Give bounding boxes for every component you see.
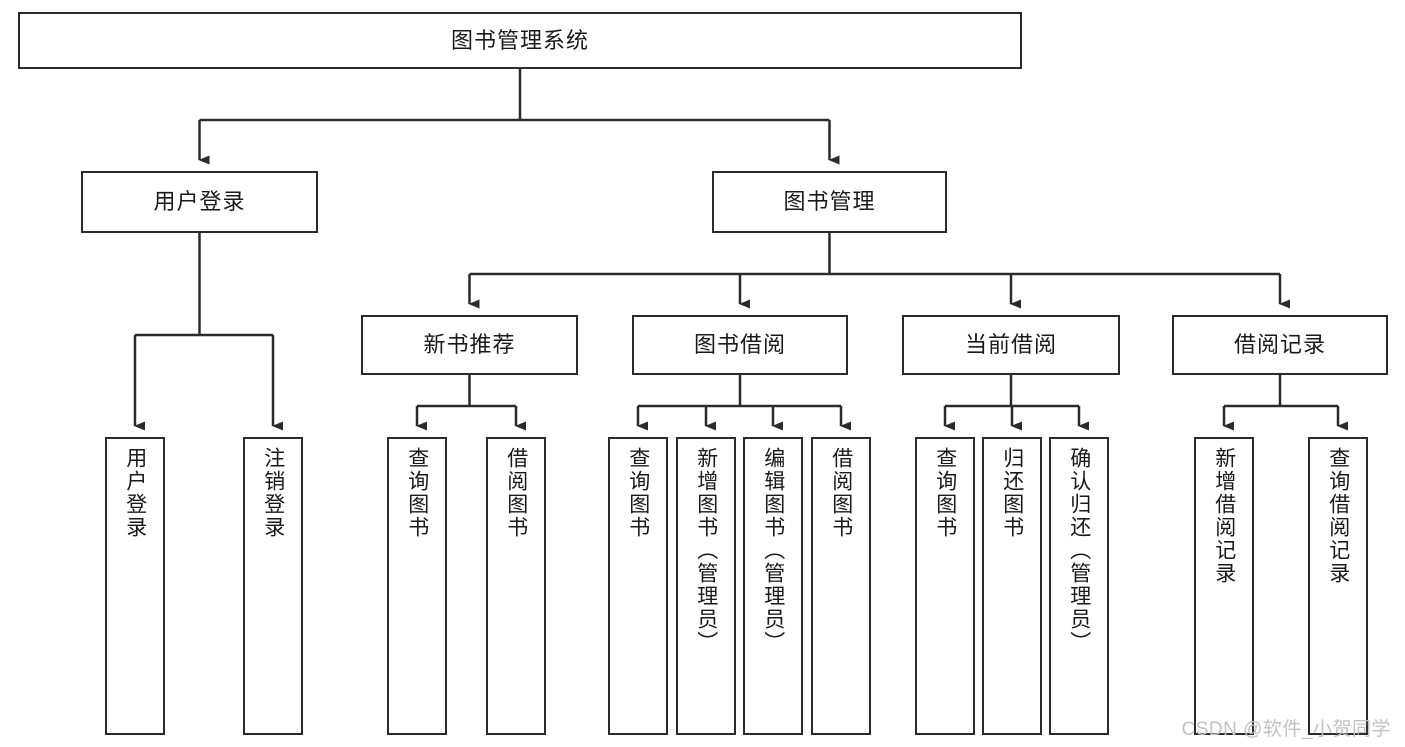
node-leaf-add-borrow-record[interactable]: 新增借阅记录 (1194, 437, 1254, 735)
node-borrow-record[interactable]: 借阅记录 (1172, 315, 1388, 375)
node-leaf-query-book-recommend[interactable]: 查询图书 (387, 437, 447, 735)
node-new-book-recommend[interactable]: 新书推荐 (361, 315, 578, 375)
node-leaf-borrow-book[interactable]: 借阅图书 (811, 437, 871, 735)
node-current-borrow[interactable]: 当前借阅 (902, 315, 1120, 375)
node-leaf-edit-book-admin[interactable]: 编辑图书（管理员） (743, 437, 803, 735)
watermark-label: CSDN @软件_小贺同学 (1181, 719, 1391, 740)
node-leaf-query-borrow-record[interactable]: 查询借阅记录 (1308, 437, 1368, 735)
node-label-leaf-confirm-return-admin: 确认归还（管理员） (1067, 447, 1091, 654)
node-leaf-return-book[interactable]: 归还图书 (982, 437, 1042, 735)
node-label-leaf-logout: 注销登录 (261, 447, 285, 539)
node-book-borrow[interactable]: 图书借阅 (632, 315, 848, 375)
node-root[interactable]: 图书管理系统 (18, 12, 1022, 69)
node-label-leaf-edit-book-admin: 编辑图书（管理员） (761, 447, 785, 654)
node-leaf-logout[interactable]: 注销登录 (243, 437, 303, 735)
node-label-leaf-add-borrow-record: 新增借阅记录 (1212, 447, 1236, 585)
node-label-leaf-user-login: 用户登录 (123, 447, 147, 539)
node-label-leaf-query-book-current: 查询图书 (933, 447, 957, 539)
node-label-leaf-query-borrow-record: 查询借阅记录 (1326, 447, 1350, 585)
node-leaf-user-login[interactable]: 用户登录 (105, 437, 165, 735)
node-leaf-query-book-current[interactable]: 查询图书 (915, 437, 975, 735)
node-label-leaf-add-book-admin: 新增图书（管理员） (694, 447, 718, 654)
node-label-leaf-borrow-book-recommend: 借阅图书 (504, 447, 528, 539)
node-label-current-borrow: 当前借阅 (964, 332, 1057, 358)
node-label-book-management: 图书管理 (783, 189, 876, 215)
node-label-leaf-return-book: 归还图书 (1000, 447, 1024, 539)
node-leaf-query-book-borrow[interactable]: 查询图书 (608, 437, 668, 735)
node-label-leaf-query-book-recommend: 查询图书 (405, 447, 429, 539)
node-label-leaf-borrow-book: 借阅图书 (829, 447, 853, 539)
node-leaf-add-book-admin[interactable]: 新增图书（管理员） (676, 437, 736, 735)
node-label-user-login: 用户登录 (153, 189, 246, 215)
node-user-login[interactable]: 用户登录 (81, 171, 318, 233)
node-leaf-confirm-return-admin[interactable]: 确认归还（管理员） (1049, 437, 1109, 735)
node-label-new-book-recommend: 新书推荐 (423, 332, 516, 358)
node-book-management[interactable]: 图书管理 (712, 171, 947, 233)
node-label-leaf-query-book-borrow: 查询图书 (626, 447, 650, 539)
node-leaf-borrow-book-recommend[interactable]: 借阅图书 (486, 437, 546, 735)
node-label-borrow-record: 借阅记录 (1233, 332, 1326, 358)
node-label-root: 图书管理系统 (450, 27, 589, 53)
node-label-book-borrow: 图书借阅 (693, 332, 786, 358)
